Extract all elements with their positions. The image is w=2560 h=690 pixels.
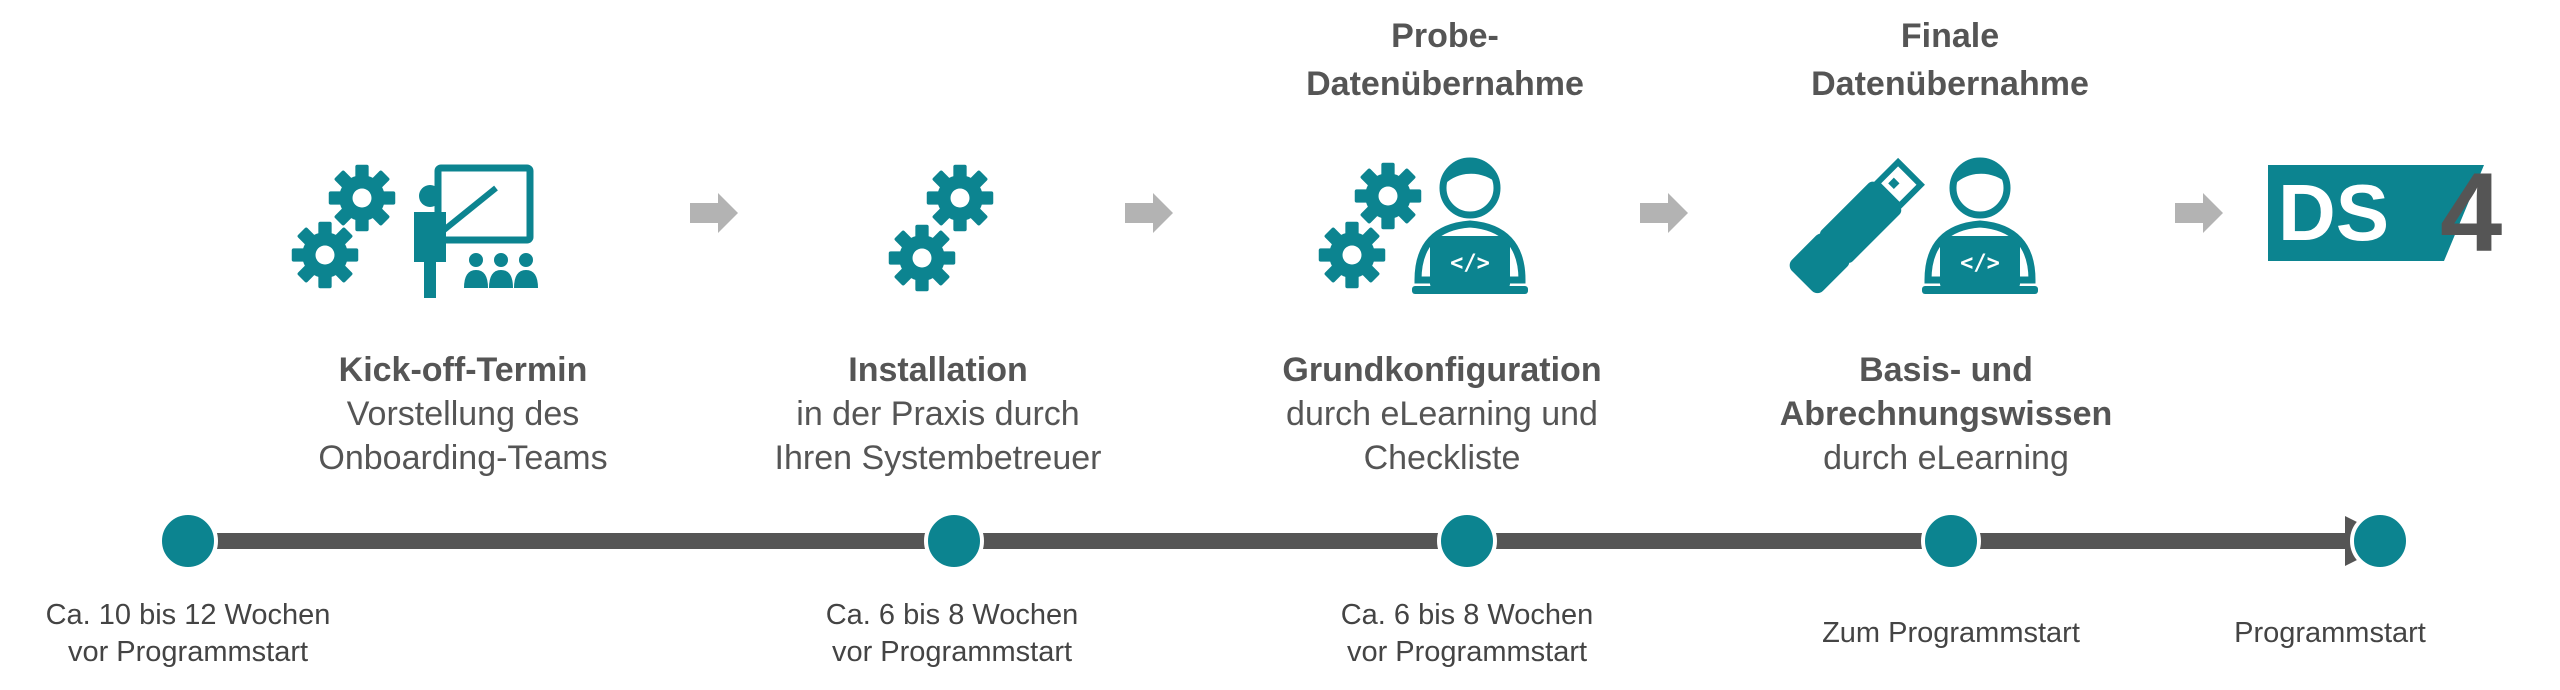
timeline-label-line1: Ca. 6 bis 8 Wochen	[825, 599, 1079, 631]
step-desc: Ihren Systembetreuer	[774, 439, 1102, 477]
timeline-label: Programmstart	[2120, 615, 2540, 652]
finale-label-line1: Finale	[1900, 17, 2000, 55]
arrow-right-icon	[690, 193, 738, 233]
milestone-dot	[1437, 511, 1497, 571]
step-desc: Onboarding-Teams	[318, 439, 608, 477]
timeline	[158, 511, 2410, 571]
arrow-right-icon	[1640, 193, 1688, 233]
probe-datenuebernahme-label: Probe- Datenübernahme	[1195, 12, 1695, 108]
finale-datenuebernahme-label: Finale Datenübernahme	[1700, 12, 2200, 108]
step-desc: in der Praxis durch	[796, 395, 1080, 433]
gears-icon-installation	[888, 164, 994, 292]
timeline-label: Ca. 10 bis 12 Wochen vor Programmstart	[0, 597, 398, 671]
presenter-icon	[414, 164, 538, 298]
step-installation: Installation in der Praxis durch Ihren S…	[668, 348, 1208, 480]
step-title: Grundkonfiguration	[1282, 351, 1602, 389]
timeline-label: Zum Programmstart	[1741, 615, 2161, 652]
step-title-line2: Abrechnungswissen	[1779, 395, 2113, 433]
milestone-dot	[158, 511, 218, 571]
milestone-dot	[924, 511, 984, 571]
developer-icon	[1410, 150, 1540, 310]
timeline-label-line1: Ca. 10 bis 12 Wochen	[45, 599, 331, 631]
timeline-label-line1: Ca. 6 bis 8 Wochen	[1340, 599, 1594, 631]
arrow-right-icon	[2175, 193, 2223, 233]
audience-icon	[464, 253, 538, 288]
timeline-label-line2: vor Programmstart	[1346, 636, 1588, 668]
arrow-right-icon	[1125, 193, 1173, 233]
timeline-label: Ca. 6 bis 8 Wochen vor Programmstart	[742, 597, 1162, 671]
usb-stick-icon	[1789, 157, 1925, 294]
timeline-label-line1: Zum Programmstart	[1822, 617, 2080, 649]
timeline-label-line2: vor Programmstart	[831, 636, 1073, 668]
milestone-dot	[1921, 511, 1981, 571]
ds4-logo: DS 4	[2268, 150, 2518, 275]
probe-label-line2: Datenübernahme	[1306, 65, 1584, 103]
step-title: Installation	[848, 351, 1028, 389]
timeline-label: Ca. 6 bis 8 Wochen vor Programmstart	[1257, 597, 1677, 671]
step-title: Kick-off-Termin	[338, 351, 588, 389]
timeline-label-line2: vor Programmstart	[67, 636, 309, 668]
step-grundkonfiguration: Grundkonfiguration durch eLearning und C…	[1172, 348, 1712, 480]
probe-label-line1: Probe-	[1391, 17, 1499, 55]
logo-digit: 4	[2440, 150, 2503, 275]
timeline-bar	[188, 533, 2373, 549]
step-kickoff: Kick-off-Termin Vorstellung des Onboardi…	[193, 348, 733, 480]
step-basiswissen: Basis- und Abrechnungswissen durch eLear…	[1676, 348, 2216, 480]
step-desc: durch eLearning und	[1286, 395, 1598, 433]
step-desc: Checkliste	[1363, 439, 1521, 477]
timeline-label-line1: Programmstart	[2234, 617, 2426, 649]
logo-text: DS	[2278, 168, 2390, 257]
step-title: Basis- und	[1859, 351, 2033, 389]
step-desc: durch eLearning	[1823, 439, 2069, 477]
milestone-dot	[2350, 511, 2410, 571]
developer-icon-finale	[1920, 150, 2050, 310]
step-desc: Vorstellung des	[346, 395, 580, 433]
finale-label-line2: Datenübernahme	[1811, 65, 2089, 103]
